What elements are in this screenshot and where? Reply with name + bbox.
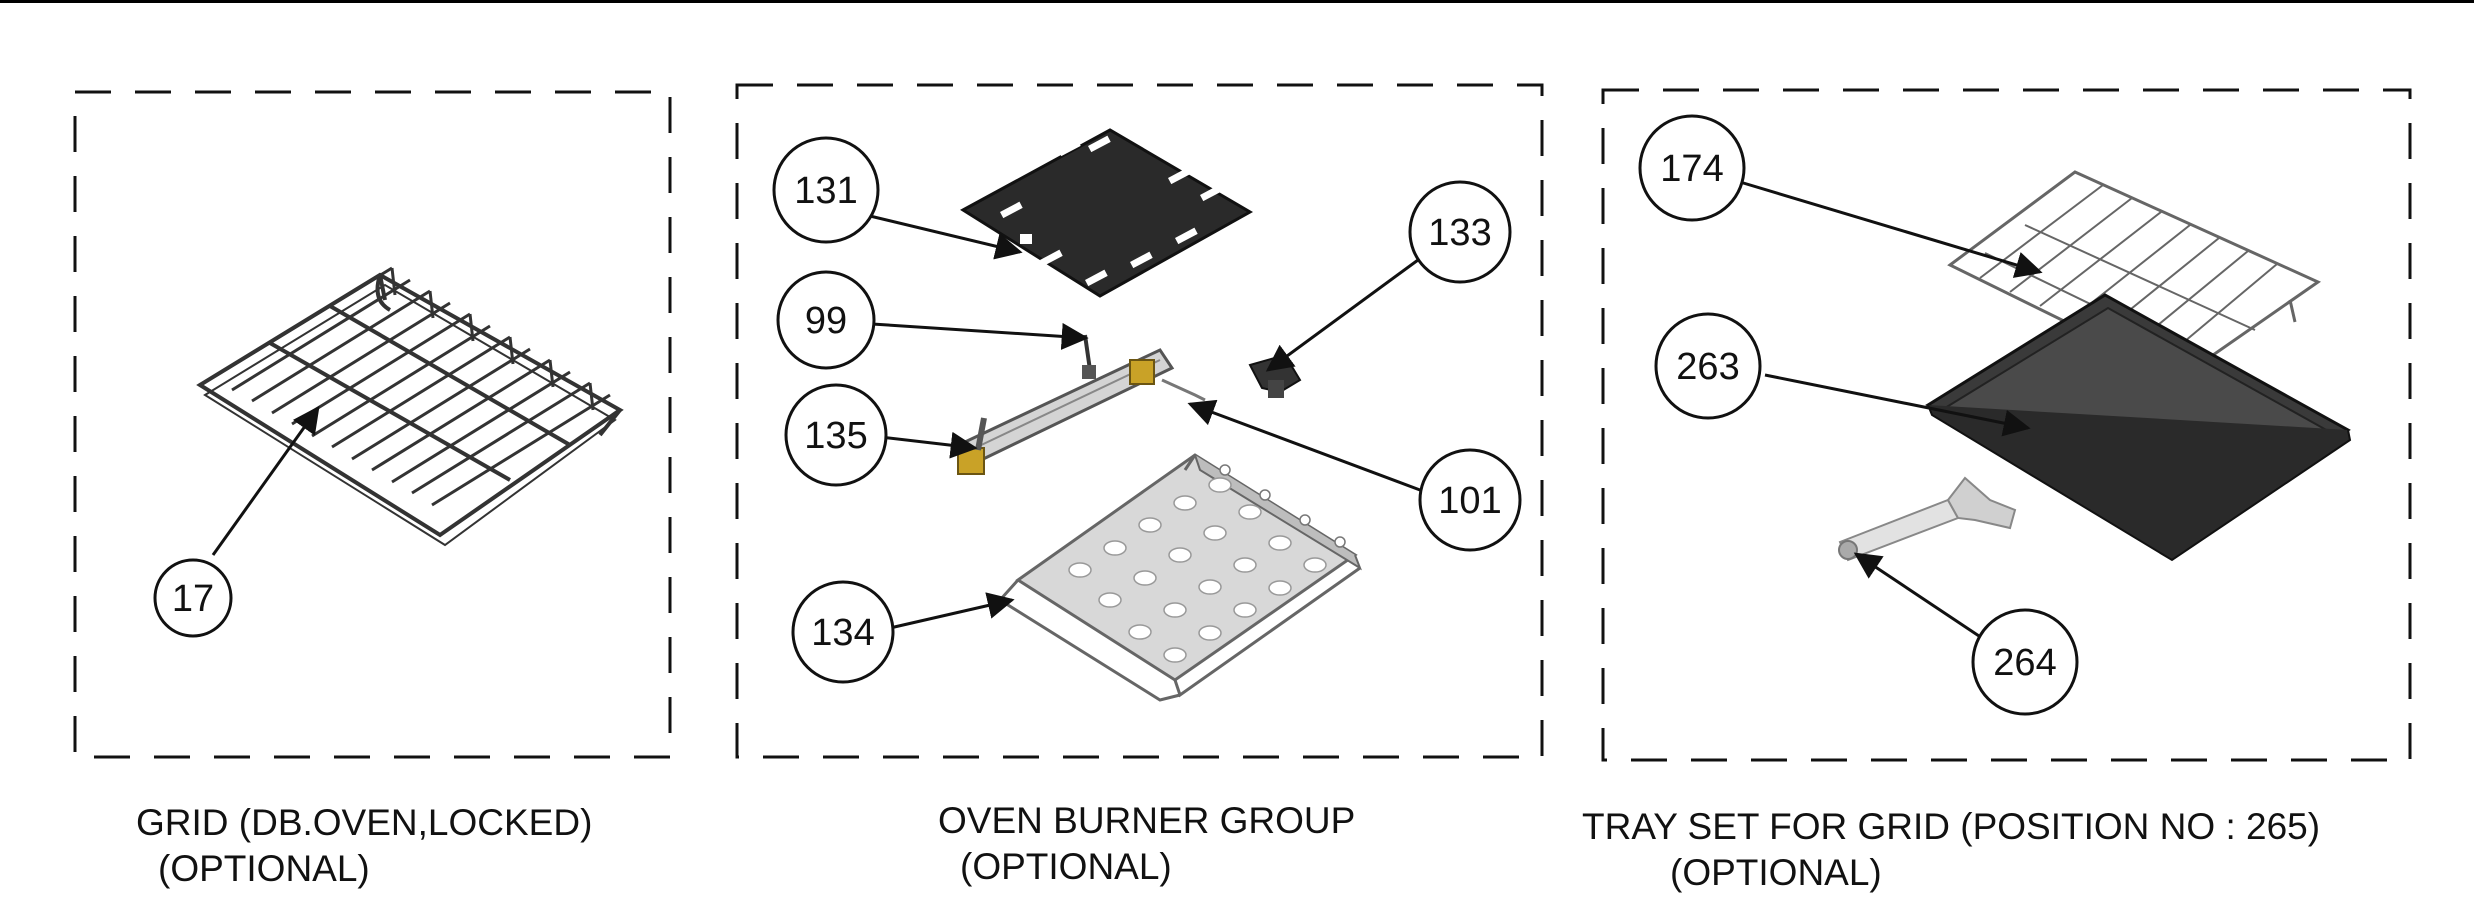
callout-number-135: 135 (804, 415, 867, 457)
callout-99: 99 (776, 270, 1089, 370)
callout-number-17: 17 (172, 578, 214, 620)
callout-263: 263 (1654, 312, 2031, 437)
callout-number-134: 134 (811, 612, 874, 654)
oven-burner-illustration (957, 348, 1206, 475)
callout-number-174: 174 (1660, 148, 1723, 190)
callout-17: 17 (153, 405, 320, 638)
group-subtitle-tray-set: (OPTIONAL) (1670, 852, 1882, 893)
group-title-grid: GRID (DB.OVEN,LOCKED) (136, 802, 593, 843)
callout-174: 174 (1638, 114, 2043, 278)
group-caption-grid: GRID (DB.OVEN,LOCKED) (OPTIONAL) (136, 800, 592, 892)
callout-131: 131 (772, 136, 1023, 260)
group-title-tray-set: TRAY SET FOR GRID (POSITION NO : 265) (1582, 806, 2321, 847)
callout-number-264: 264 (1993, 642, 2056, 684)
burner-cover-plate-illustration (960, 128, 1254, 298)
callout-number-133: 133 (1428, 212, 1491, 254)
group-caption-oven-burner: OVEN BURNER GROUP (OPTIONAL) (938, 798, 1355, 890)
thermocouple-illustration (1082, 334, 1096, 379)
group-boundary-grid (73, 90, 672, 759)
tray-handle-illustration (1838, 476, 2017, 562)
callout-number-131: 131 (794, 170, 857, 212)
group-title-oven-burner: OVEN BURNER GROUP (938, 800, 1356, 841)
callout-number-99: 99 (805, 300, 847, 342)
callout-133: 133 (1265, 180, 1512, 372)
grid-rack-illustration (196, 266, 624, 547)
callout-number-101: 101 (1438, 480, 1501, 522)
callout-134: 134 (791, 580, 1015, 684)
callout-135: 135 (784, 383, 978, 487)
baking-tray-illustration (1925, 293, 2352, 562)
callout-101: 101 (1187, 399, 1522, 552)
burner-tray-illustration (997, 453, 1362, 702)
group-subtitle-oven-burner: (OPTIONAL) (960, 846, 1172, 887)
group-subtitle-grid: (OPTIONAL) (158, 848, 370, 889)
group-boundary-tray-set (1601, 88, 2412, 762)
group-boundary-oven-burner (735, 83, 1544, 759)
callout-number-263: 263 (1676, 346, 1739, 388)
group-caption-tray-set: TRAY SET FOR GRID (POSITION NO : 265) (O… (1582, 804, 2320, 896)
callout-264: 264 (1853, 552, 2079, 716)
burner-connector-illustration (1248, 353, 1302, 398)
